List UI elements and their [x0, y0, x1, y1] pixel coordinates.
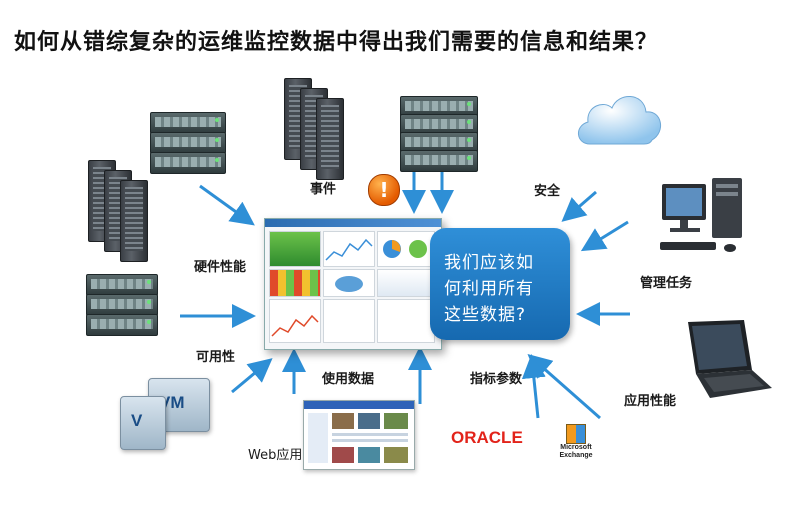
exchange-icon [566, 424, 586, 444]
exclamation-icon: ! [368, 174, 400, 206]
label-usage-data: 使用数据 [322, 372, 375, 387]
server-rack-icon [400, 96, 478, 176]
callout-line-3: 这些数据? [444, 305, 527, 325]
label-app-performance: 应用性能 [624, 394, 677, 409]
label-availability: 可用性 [196, 350, 236, 365]
arrow-security [561, 190, 597, 222]
laptop-icon [688, 320, 772, 398]
label-management-tasks: 管理任务 [640, 276, 693, 291]
arrow-management [580, 220, 629, 252]
label-web-app: Web应用 [248, 448, 303, 463]
callout-line-2: 何利用所有 [444, 279, 534, 299]
vm-box-front: V [120, 396, 166, 450]
arrow-pc [521, 354, 546, 419]
cloud-icon [578, 96, 661, 145]
web-page-thumbnail [303, 400, 415, 470]
vm-label: V [131, 411, 143, 430]
callout-line-1: 我们应该如 [444, 253, 534, 273]
arrow-hardware [199, 184, 255, 226]
server-rack-icon [86, 274, 158, 354]
arrow-metrics [527, 354, 601, 420]
exchange-logo: Microsoft Exchange [556, 424, 596, 460]
desktop-pc-icon [660, 178, 742, 252]
page-title: 如何从错综复杂的运维监控数据中得出我们需要的信息和结果？ [14, 30, 659, 55]
dashboard-window [264, 218, 442, 350]
label-metrics: 指标参数 [470, 372, 523, 387]
server-rack-icon [150, 112, 226, 192]
label-hardware-performance: 硬件性能 [194, 260, 247, 275]
label-events: 事件 [310, 182, 337, 197]
label-security: 安全 [534, 184, 561, 199]
arrow-vm [231, 358, 273, 394]
central-question-callout: 我们应该如 何利用所有 这些数据? [430, 228, 570, 340]
oracle-logo: ORACLE [451, 428, 523, 447]
